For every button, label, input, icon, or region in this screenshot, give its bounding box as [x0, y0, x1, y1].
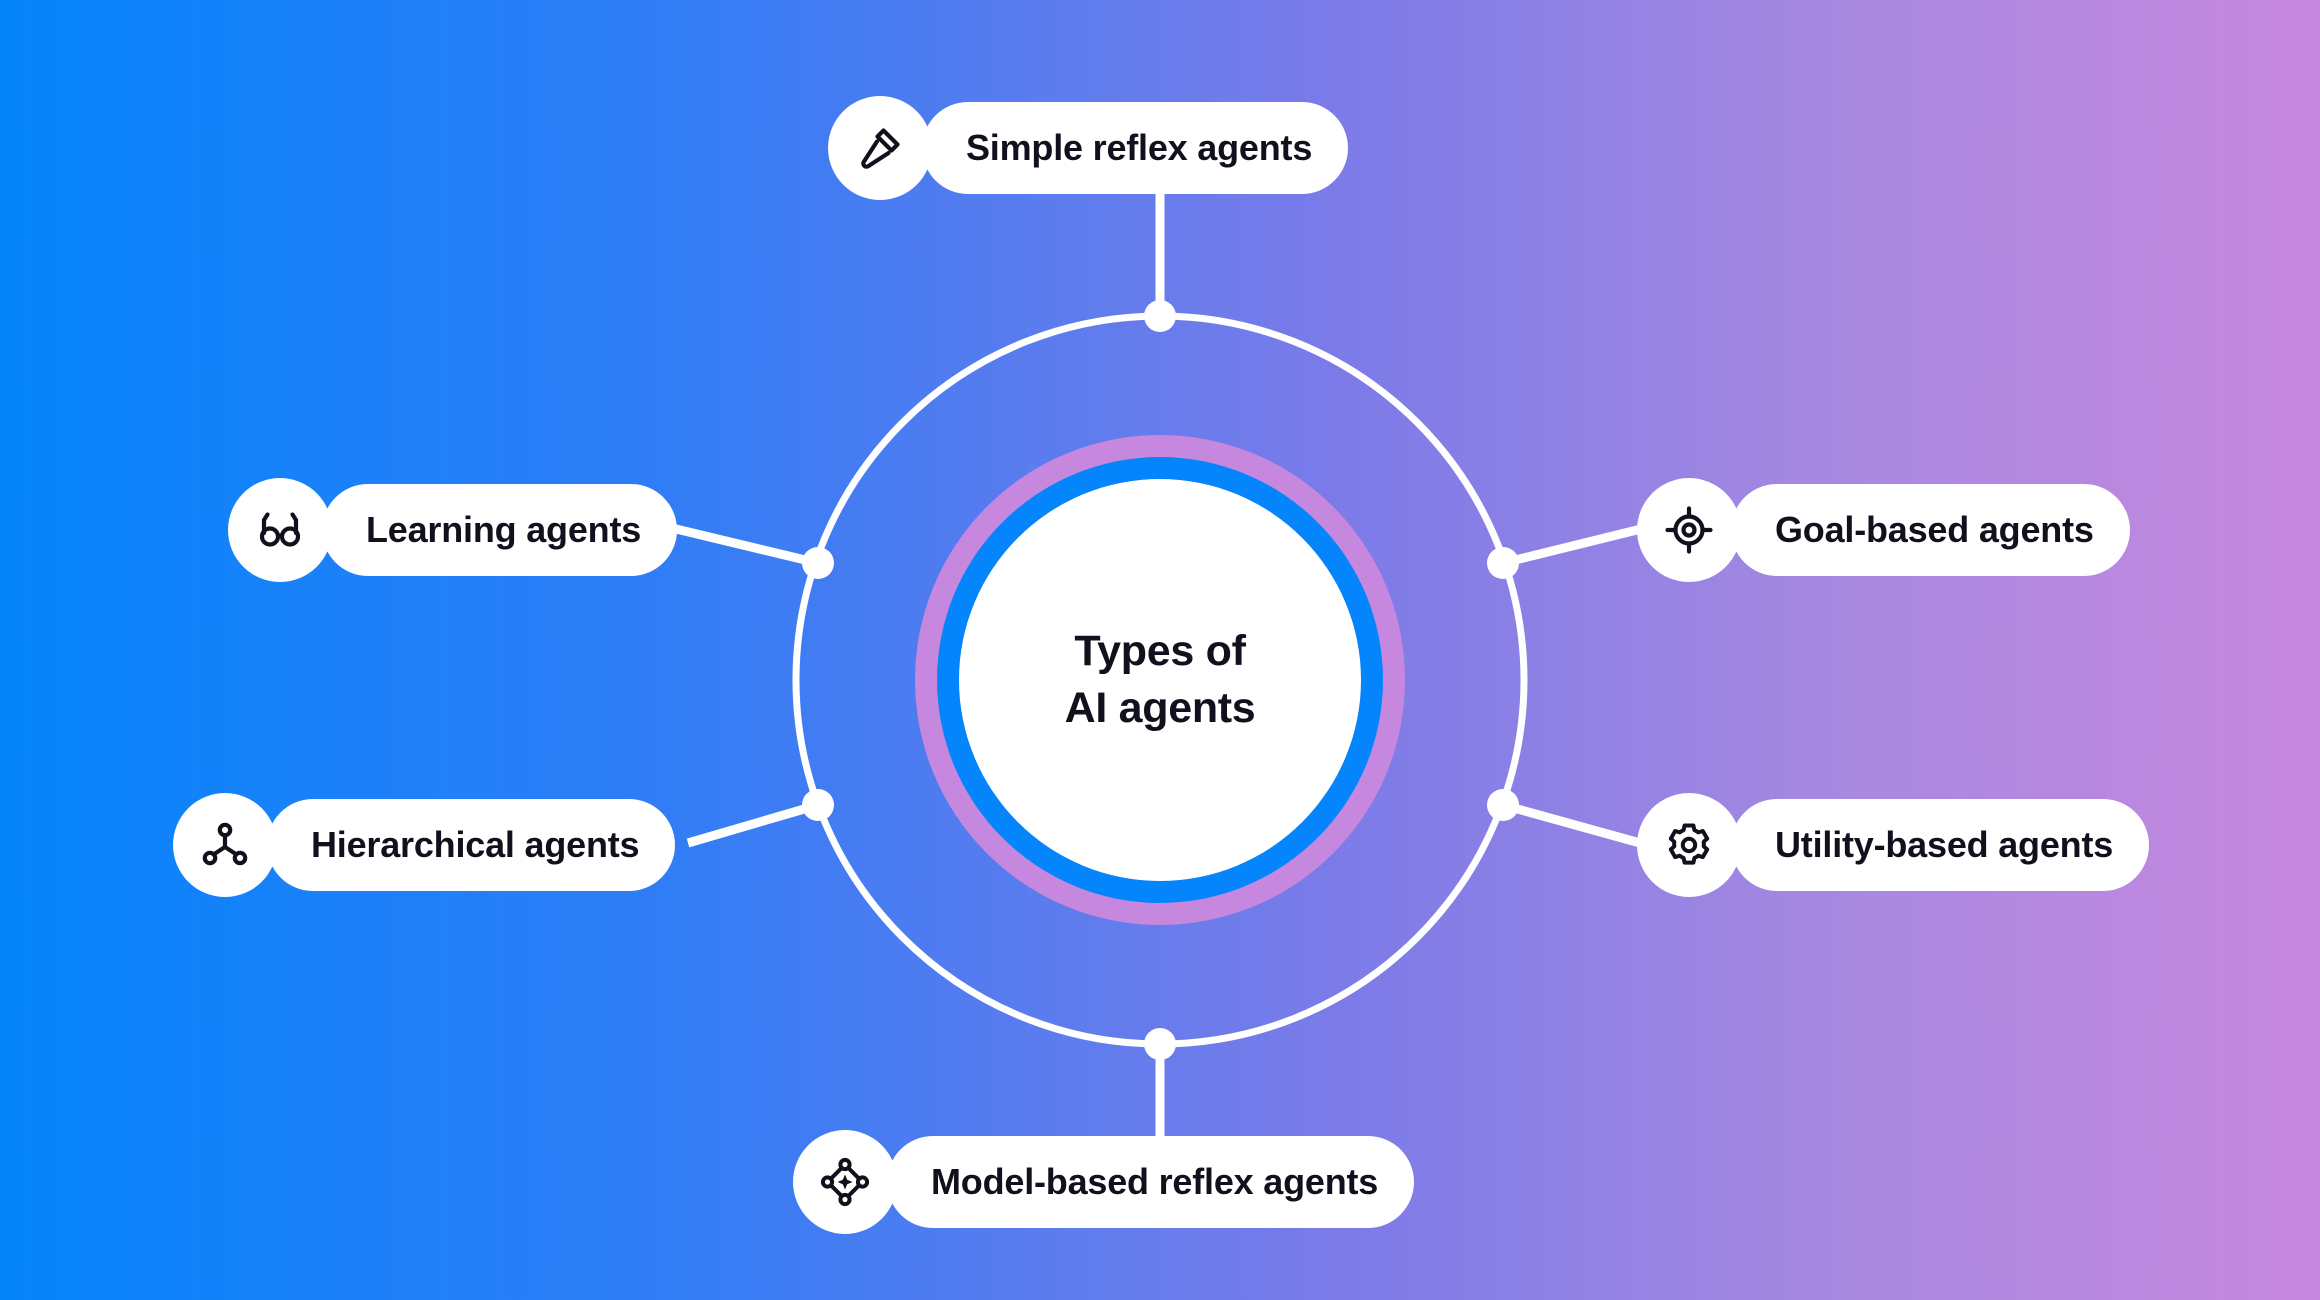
node-label-learning: Learning agents: [366, 509, 642, 550]
node-model-based[interactable]: Model-based reflex agents: [793, 1130, 1415, 1234]
node-label-model-based: Model-based reflex agents: [931, 1161, 1379, 1202]
node-label-hierarchical: Hierarchical agents: [311, 824, 640, 865]
hierarchy-icon: [173, 793, 277, 897]
node-label-simple-reflex: Simple reflex agents: [966, 127, 1313, 168]
junction-dot-model-based: [1144, 1028, 1176, 1060]
hammer-icon: [828, 96, 932, 200]
hub-title: Types of AI agents: [1064, 626, 1256, 732]
node-hierarchical[interactable]: Hierarchical agents: [173, 793, 676, 897]
node-pill-hierarchical[interactable]: Hierarchical agents: [267, 799, 676, 891]
connector-hierarchical: [686, 800, 820, 848]
junction-dot-goal-based: [1487, 547, 1519, 579]
node-pill-utility-based[interactable]: Utility-based agents: [1731, 799, 2150, 891]
junction-dot-learning: [802, 547, 834, 579]
node-utility-based[interactable]: Utility-based agents: [1637, 793, 2150, 897]
glasses-icon: [228, 478, 332, 582]
node-pill-simple-reflex[interactable]: Simple reflex agents: [922, 102, 1349, 194]
target-icon: [1637, 478, 1741, 582]
node-pill-model-based[interactable]: Model-based reflex agents: [887, 1136, 1415, 1228]
node-label-utility-based: Utility-based agents: [1775, 824, 2114, 865]
diamond-nodes-icon: [793, 1130, 897, 1234]
junction-dot-simple-reflex: [1144, 300, 1176, 332]
node-goal-based[interactable]: Goal-based agents: [1637, 478, 2130, 582]
node-simple-reflex[interactable]: Simple reflex agents: [828, 96, 1349, 200]
node-label-goal-based: Goal-based agents: [1775, 509, 2094, 550]
junction-dot-utility-based: [1487, 789, 1519, 821]
connector-learning: [670, 523, 820, 568]
junction-dot-hierarchical: [802, 789, 834, 821]
node-learning[interactable]: Learning agents: [228, 478, 678, 582]
connector-goal-based: [1501, 523, 1647, 568]
connector-utility-based: [1501, 800, 1642, 848]
node-pill-learning[interactable]: Learning agents: [322, 484, 678, 576]
node-pill-goal-based[interactable]: Goal-based agents: [1731, 484, 2130, 576]
hub-disc: Types of AI agents: [959, 479, 1361, 881]
gear-icon: [1637, 793, 1741, 897]
